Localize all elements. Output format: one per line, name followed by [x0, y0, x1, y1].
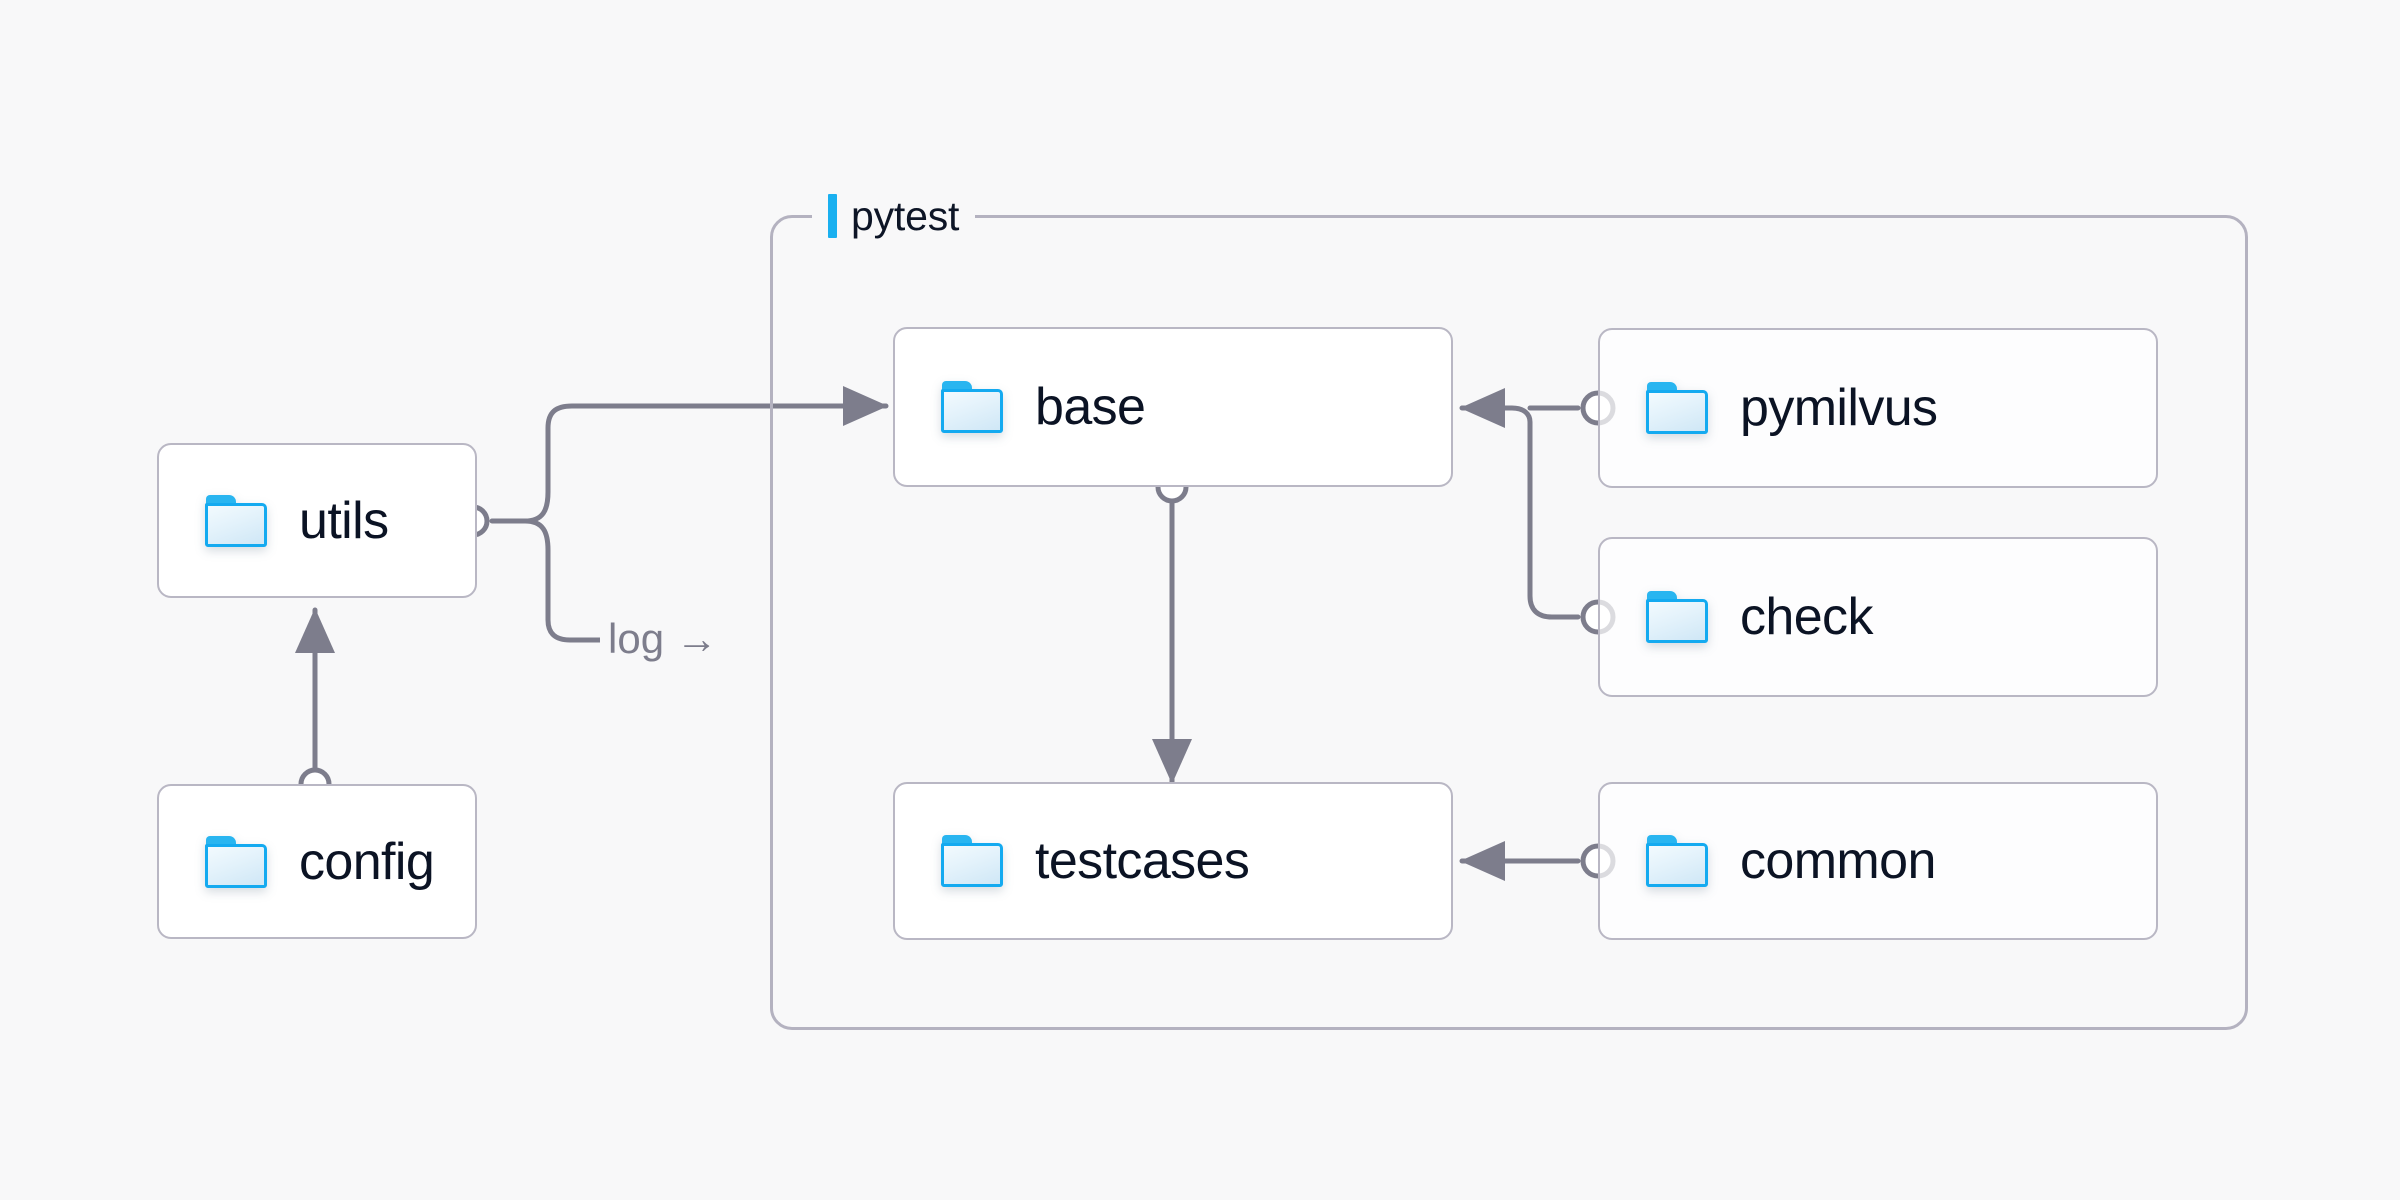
node-check[interactable]: check [1598, 537, 2158, 697]
node-config-label: config [299, 832, 435, 891]
node-testcases[interactable]: testcases [893, 782, 1453, 940]
node-base-label: base [1035, 378, 1146, 436]
folder-icon [1646, 591, 1708, 643]
folder-icon [205, 835, 267, 888]
node-config[interactable]: config [157, 784, 477, 939]
folder-icon [1646, 835, 1708, 887]
folder-icon [941, 381, 1003, 433]
group-label-text: pytest [851, 192, 960, 239]
folder-icon [1646, 382, 1708, 434]
node-utils-label: utils [299, 491, 389, 550]
folder-icon [941, 835, 1003, 887]
node-pymilvus[interactable]: pymilvus [1598, 328, 2158, 488]
folder-icon [205, 494, 267, 547]
node-check-label: check [1740, 588, 1873, 646]
node-common-label: common [1740, 832, 1936, 890]
node-pymilvus-label: pymilvus [1740, 379, 1938, 437]
node-utils[interactable]: utils [157, 443, 477, 598]
node-base[interactable]: base [893, 327, 1453, 487]
node-common[interactable]: common [1598, 782, 2158, 940]
group-accent-bar [828, 194, 837, 238]
group-pytest [770, 215, 2248, 1030]
group-pytest-label: pytest [812, 190, 976, 242]
node-testcases-label: testcases [1035, 832, 1250, 890]
edge-label-log: log → [600, 618, 726, 660]
